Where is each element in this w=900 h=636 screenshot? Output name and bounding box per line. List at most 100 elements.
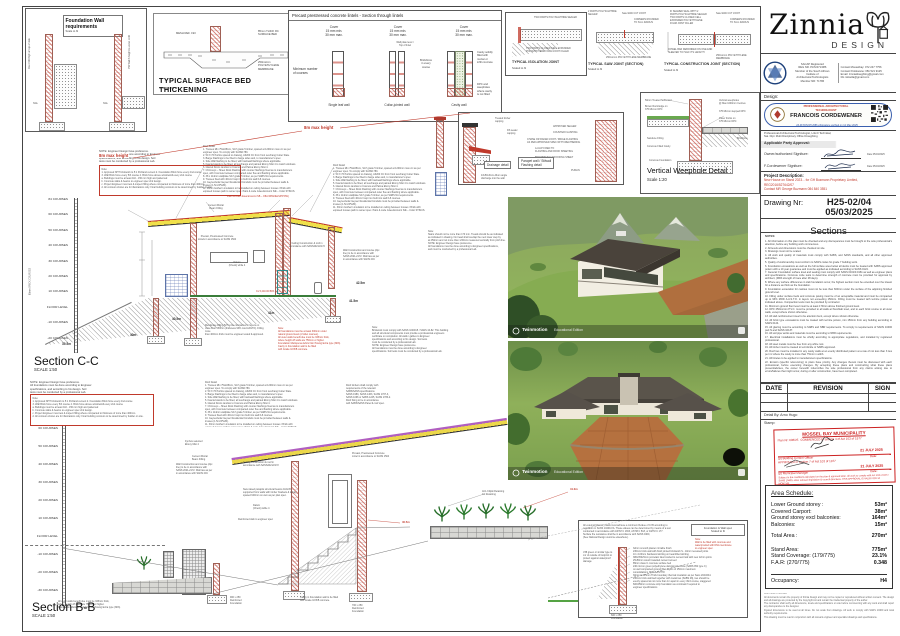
saw-label-1: 2 PARTS POLYSULPHIDE SEALER (588, 10, 617, 16)
drainage-label: Drainage detail (484, 161, 512, 170)
render2-scene (508, 341, 748, 480)
iso-slab (520, 29, 582, 41)
detail-by-row: Detail By: Arno Hugo (761, 412, 896, 421)
plant-icon-4 (477, 503, 495, 519)
surface-bed-detail: MESH REF. 193 85mm THICK RC SURFACE BED … (153, 13, 298, 95)
saw-cut (624, 30, 626, 38)
stamp-oval (764, 103, 892, 127)
plant-icon-2 (433, 506, 451, 522)
cc-ceiling-note: Ceiling Construction & roof in accordanc… (289, 242, 325, 248)
fspec-ground (597, 563, 617, 599)
fc-signature-row: F.Cordewener Signiture: Date 05/03/2025 (761, 160, 896, 172)
fspec-dpc (617, 547, 619, 605)
wallplate-label: Wall plate level / Top of lintel (396, 41, 414, 47)
weep-l5: Concrete Foundation (649, 159, 672, 162)
area-row: F.A.R: (270/775)0.348 (771, 559, 887, 566)
render2-watermark: Twinmotion (522, 469, 548, 474)
approval-label: Applicable Party Approval: (761, 141, 896, 148)
bb-wallconstr-note: Wall Construction and course (dpc line) … (176, 463, 213, 475)
saw-joint-detail: 2 PARTS POLYSULPHIDE SEALER Saw-SAW CUT … (588, 8, 662, 72)
iso-label-1: TWO PARTS POLYSULPHIDE SEALER (534, 16, 577, 19)
stilwall-column (595, 120, 617, 182)
foundation-wall-title: Foundation Wall requirements (65, 17, 105, 30)
fspec-red-note: Note: Wall to be filled with concrete an… (695, 538, 732, 550)
ground-band (122, 96, 145, 109)
ngl-label-right: NGL (103, 102, 108, 105)
isolation-title: TYPICAL ISOLATION JOINT (512, 60, 560, 64)
rev-cell (869, 394, 896, 404)
notes-label: NOTES: (765, 235, 776, 238)
area-row: Balconies:15m² (771, 521, 887, 528)
cc-course-ruler (74, 198, 78, 353)
con-label-5: DOWEL BAR DEBONDED ON ONE END SLEEVED TO… (668, 48, 713, 54)
cc-beamfill-note: Cement Mortar Beam Filling (208, 204, 224, 210)
area-row: Lower Ground storey :53m² (771, 502, 887, 508)
cc-fixture (314, 282, 322, 294)
bb-fynbos-note: Fynbos selected Ebony Mist 4 (185, 440, 203, 446)
logo-sub: DESIGN (831, 40, 888, 50)
stamp-name: FRANCOIS CORDEWENER (790, 113, 862, 119)
footing-right (109, 122, 135, 131)
lintels-header: Precast prestressed concrete lintels - S… (289, 11, 501, 22)
strip-grid (435, 172, 447, 196)
fc-sig-line (821, 169, 861, 171)
weephole-wall (689, 99, 702, 161)
footing-left (39, 122, 65, 131)
single-leaf-wall (332, 51, 345, 97)
cc-vent (253, 250, 265, 263)
strip-wall (436, 120, 444, 168)
foundation-wall-detail: Foundation Wall requirements Scale to fi… (25, 8, 147, 132)
foundation-wall-titlebox: Foundation Wall requirements Scale to fi… (63, 15, 123, 37)
rev-col-revision: REVISION (788, 384, 869, 395)
cc-stair-hatch (165, 274, 188, 297)
area-title: Area Schedule: (771, 490, 814, 497)
sacap-left-text: SACAP Registered REG NR. PAT2471/086 Mem… (787, 62, 839, 84)
bb-slab-note: Reinforced slab to engineer spec (238, 518, 273, 521)
sacap-box: SACAP Registered REG NR. PAT2471/086 Mem… (761, 54, 896, 93)
weephole-scale: Scale 1:20 (647, 177, 667, 182)
stamp-line2: TECHNOLOGIST (815, 108, 837, 112)
roof-note-bb: Roof Detail 1. Trusses Min 75x228mm, SA7… (205, 381, 299, 427)
bb-course-ruler (62, 426, 66, 606)
weephole-title: Vertical Weephole Detail (647, 166, 728, 175)
sheet-title: Sections (810, 226, 847, 237)
bb-retaining-wall (430, 526, 548, 539)
cavity-wall-label: Cavity wall (451, 103, 467, 107)
cc-level-415: 41.5m (349, 299, 359, 303)
weephole-ground-right (702, 134, 748, 147)
cc-pier-2 (190, 298, 197, 340)
con-label-2: Saw-SAW CUT JOINT (716, 12, 740, 15)
cc-roof-left (147, 209, 290, 227)
parapet-lbl8: PURLIN (571, 169, 580, 172)
qr-code-icon (871, 105, 888, 122)
owner-sig-line (821, 157, 861, 159)
tree-icon (866, 11, 890, 44)
render2-watermark-sub: Educational Edition (554, 470, 584, 474)
bb-floor-dash (25, 545, 165, 546)
titleblock: Zinnia DESIGN SACAP Registered REG NR. P… (760, 6, 896, 632)
parapet-flashing-detail: Treated timber capping DS sealer capping… (458, 112, 624, 185)
fspec-wall (619, 547, 627, 605)
bb-lintel-note: Prevast, Prestressed Concrete Lintel in … (352, 452, 390, 458)
surface-bed-title: TYPICAL SURFACE BED THICKENING (159, 76, 252, 94)
copyright-notes: COPYRIGHT NOTES:All documents remain the… (764, 593, 894, 619)
weep-r2: 375 Micron stepped DPC (719, 110, 746, 113)
muni-plan: Plan Nr: 696/25 (777, 437, 799, 443)
roof-timbers-note: Roof timbers shall comply with requireme… (346, 384, 391, 405)
single-leaf-label: Single leaf wall (328, 103, 350, 107)
parapet-lbl3: APPROVED SEALER (553, 125, 577, 128)
municipality-stamp: MOSSEL BAY MUNICIPALITY Plan Nr: 696/25 … (773, 426, 896, 486)
logo-box: Zinnia DESIGN (761, 6, 896, 54)
collar-wall-label: Collar-jointed wall (384, 103, 410, 107)
con-label-1: IF SEAMED SEAL WITH 2 PARTS POLYSULPHIDE… (670, 10, 707, 25)
surface-bed-slab (163, 51, 289, 69)
lintels-detail: Precast prestressed concrete lintels - S… (288, 10, 502, 122)
wall-base-hatch (332, 87, 345, 97)
cavity-base-hatch (447, 88, 473, 97)
con-joint (714, 32, 716, 47)
strip-cap (434, 117, 446, 120)
flashing-label: Parapet wall / Stilwall Flashing detail (518, 157, 555, 170)
drawing-nr-value: H25-02/04 (826, 197, 872, 208)
